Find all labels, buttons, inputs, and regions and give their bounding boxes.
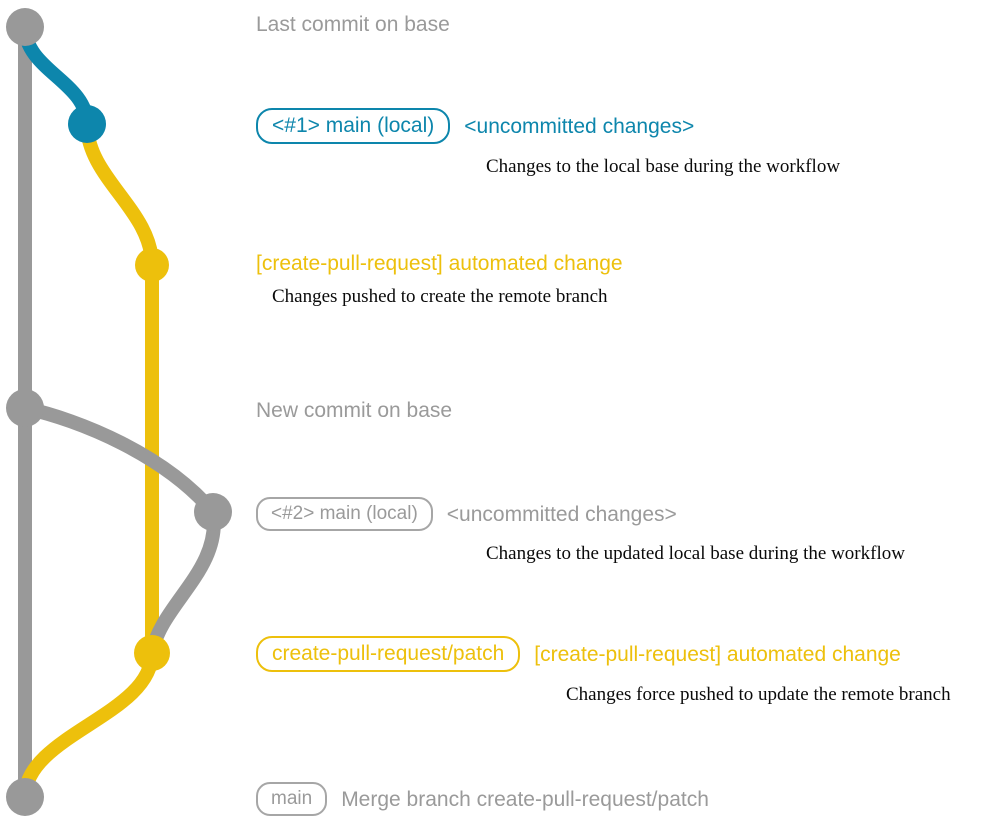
commit-subject: Merge branch create-pull-request/patch <box>341 787 709 811</box>
commit-row-local-1: <#1> main (local) <uncommitted changes> … <box>256 108 840 176</box>
commit-note: Changes force pushed to update the remot… <box>566 684 951 705</box>
commit-subject: <uncommitted changes> <box>446 502 677 526</box>
commit-row-last-commit-on-base: Last commit on base <box>256 14 450 35</box>
branch-pill-main[interactable]: main <box>256 782 328 816</box>
commit-row-patch-created: [create-pull-request] automated change C… <box>256 253 623 306</box>
commit-headline: <#1> main (local) <uncommitted changes> <box>256 108 840 144</box>
commit-subject: Last commit on base <box>256 13 450 36</box>
branch-pill-patch[interactable]: create-pull-request/patch <box>256 636 521 672</box>
commit-row-merge: main Merge branch create-pull-request/pa… <box>256 782 709 816</box>
commit-row-patch-updated: create-pull-request/patch [create-pull-r… <box>256 636 951 704</box>
commit-note: Changes to the local base during the wor… <box>486 156 841 177</box>
commit-subject: New commit on base <box>256 399 453 422</box>
commit-note: Changes to the updated local base during… <box>486 543 905 564</box>
commit-row-local-2: <#2> main (local) <uncommitted changes> … <box>256 497 905 563</box>
commit-headline: Last commit on base <box>256 14 450 35</box>
commit-headline: <#2> main (local) <uncommitted changes> <box>256 497 905 531</box>
branch-pill-local-1[interactable]: <#1> main (local) <box>256 108 451 144</box>
commit-subject: [create-pull-request] automated change <box>256 252 623 275</box>
commit-note: Changes pushed to create the remote bran… <box>272 286 608 307</box>
commit-headline: main Merge branch create-pull-request/pa… <box>256 782 709 816</box>
commit-subject: <uncommitted changes> <box>464 114 695 138</box>
commit-headline: New commit on base <box>256 400 452 421</box>
branch-pill-local-2[interactable]: <#2> main (local) <box>256 497 433 531</box>
commit-subject: [create-pull-request] automated change <box>534 642 901 666</box>
commit-headline: [create-pull-request] automated change <box>256 253 623 274</box>
commit-headline: create-pull-request/patch [create-pull-r… <box>256 636 951 672</box>
commit-row-new-commit-on-base: New commit on base <box>256 400 452 421</box>
